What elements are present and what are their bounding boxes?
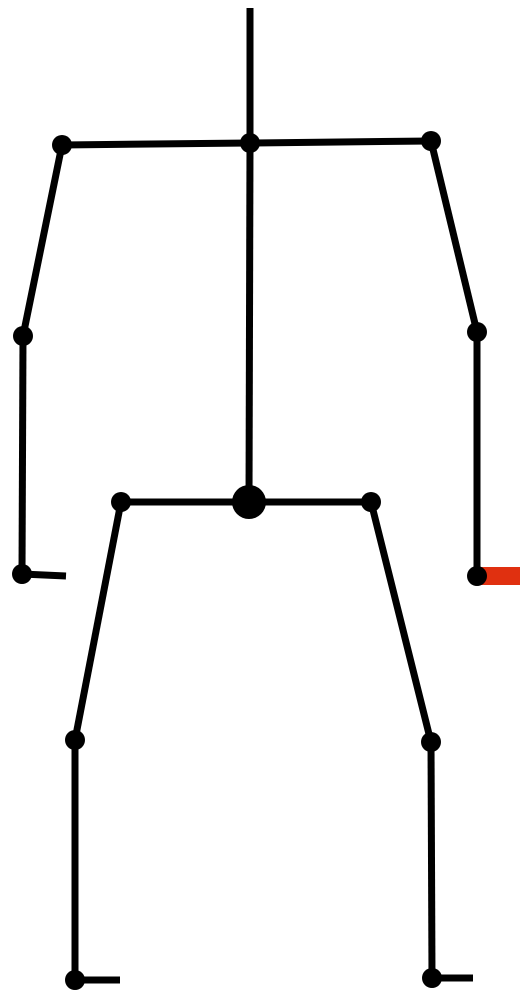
bone-spine-lower <box>249 143 250 502</box>
bone-right-clavicle <box>250 141 431 143</box>
joint-right-elbow <box>467 322 487 342</box>
bone-left-forearm <box>22 336 23 574</box>
joint-left-elbow <box>13 326 33 346</box>
bone-left-clavicle <box>62 143 250 145</box>
joint-right-shoulder <box>421 131 441 151</box>
joint-left-ankle <box>65 970 85 990</box>
bone-right-shin <box>431 742 432 978</box>
joint-left-shoulder <box>52 135 72 155</box>
joint-left-knee <box>65 730 85 750</box>
joint-neck <box>240 133 260 153</box>
joint-left-wrist <box>12 564 32 584</box>
joint-pelvis <box>232 485 266 519</box>
joint-right-hip <box>361 492 381 512</box>
joint-left-hip <box>111 492 131 512</box>
joint-right-knee <box>421 732 441 752</box>
joint-right-ankle <box>422 968 442 988</box>
joint-right-wrist <box>467 566 487 586</box>
